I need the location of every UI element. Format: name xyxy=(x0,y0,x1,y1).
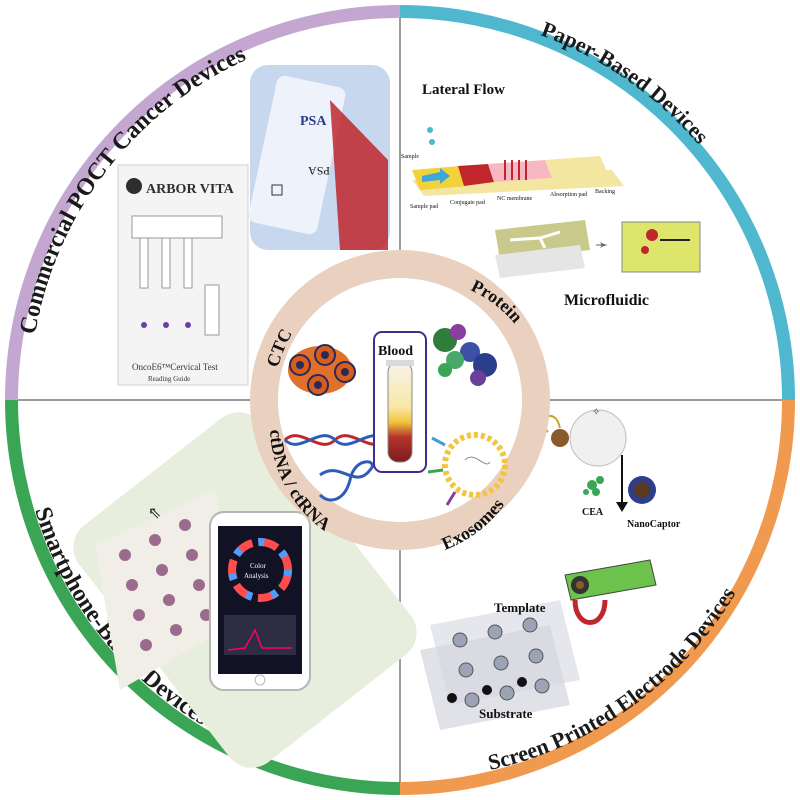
result-dot-1 xyxy=(141,322,147,328)
test-cassette-top xyxy=(131,215,223,239)
exosome-icon xyxy=(427,432,508,506)
test-stick-2 xyxy=(161,237,171,289)
substrate-label: Substrate xyxy=(479,706,533,721)
magnet xyxy=(572,599,608,625)
smartphone-panel: ⇖ Color Analysis xyxy=(73,412,417,768)
dna-icon xyxy=(283,434,387,502)
pad-label-backing: Backing xyxy=(595,189,615,195)
blood-tube-cap xyxy=(386,360,414,366)
pad-label-sample: Sample pad xyxy=(410,204,438,210)
nanocaptor-core xyxy=(634,482,650,498)
cursor-icon: ⇖ xyxy=(148,505,161,522)
arbor-vita-brand: ARBOR VITA xyxy=(146,182,235,197)
microfluidic-arrow-icon: ➛ xyxy=(595,237,608,254)
electrode-panel: ✧ CEA NanoCaptor Template Substrate xyxy=(420,407,681,730)
sample-drop-1 xyxy=(427,127,433,133)
pad-label-conjugate: Conjugate pad xyxy=(450,200,485,206)
screen-plot-line xyxy=(227,628,292,651)
sparkle-icon: ✧ xyxy=(592,407,600,418)
test-stick-3 xyxy=(183,237,193,289)
color-wheel-2 xyxy=(228,538,292,602)
conjugate-pad xyxy=(458,164,494,186)
cea-molecule-icon xyxy=(583,476,604,496)
result-dot-2 xyxy=(163,322,169,328)
test-spots xyxy=(119,519,212,651)
blood-tube xyxy=(387,361,413,463)
psa-label: PSA xyxy=(300,114,327,129)
microfluidic-spot-2 xyxy=(641,246,649,254)
psa-window xyxy=(271,184,283,196)
microfluidic-chip-right xyxy=(621,221,701,273)
lateral-flow-title: Lateral Flow xyxy=(422,82,505,98)
cea-label: CEA xyxy=(582,507,604,518)
psa-blood-tube xyxy=(330,100,388,250)
device-caption-2: Reading Guide xyxy=(148,375,190,383)
result-window xyxy=(204,284,220,336)
microfluidic-spot-1 xyxy=(646,229,658,241)
nanocaptor-label: NanoCaptor xyxy=(627,519,681,530)
sample-label: Sample xyxy=(401,154,419,160)
flow-arrow xyxy=(422,168,450,184)
screen-color-label: Color xyxy=(250,562,267,570)
result-dot-3 xyxy=(185,322,191,328)
pad-label-absorption: Absorption pad xyxy=(550,192,587,198)
device-caption: OncoE6™Cervical Test xyxy=(132,362,218,372)
arbor-vita-card xyxy=(117,164,249,386)
ctc-cells-icon xyxy=(288,344,356,396)
absorption-pad xyxy=(545,156,608,178)
test-paper xyxy=(95,490,240,690)
arbor-vita-logo-icon xyxy=(126,178,142,194)
electrode-center xyxy=(576,581,584,589)
home-button xyxy=(254,674,266,686)
electrode-grid xyxy=(452,617,550,708)
protein-icon xyxy=(433,324,497,386)
screen-analysis-label: Analysis xyxy=(244,572,269,580)
printed-electrodes xyxy=(447,677,527,703)
process-arrow-head xyxy=(616,502,628,512)
psa-mirror-label: PSA xyxy=(308,164,330,178)
blood-label: Blood xyxy=(378,344,413,359)
template-label: Template xyxy=(494,600,546,615)
pad-label-nc: NC membrane xyxy=(497,196,532,202)
commercial-panel: PSA PSA ARBOR VITA OncoE6™Cervical Test … xyxy=(117,65,390,386)
microfluidic-title: Microfluidic xyxy=(564,292,649,309)
sample-drop-2 xyxy=(429,139,435,145)
microfluidic-chip-base xyxy=(495,245,585,278)
paper-panel: Lateral Flow Sample Sample pad Conjugate… xyxy=(401,82,701,309)
test-stick-1 xyxy=(139,237,149,289)
large-bead xyxy=(569,409,627,467)
small-bead xyxy=(551,429,569,447)
electrode-strip xyxy=(564,559,657,601)
microfluidic-channels xyxy=(509,230,561,249)
